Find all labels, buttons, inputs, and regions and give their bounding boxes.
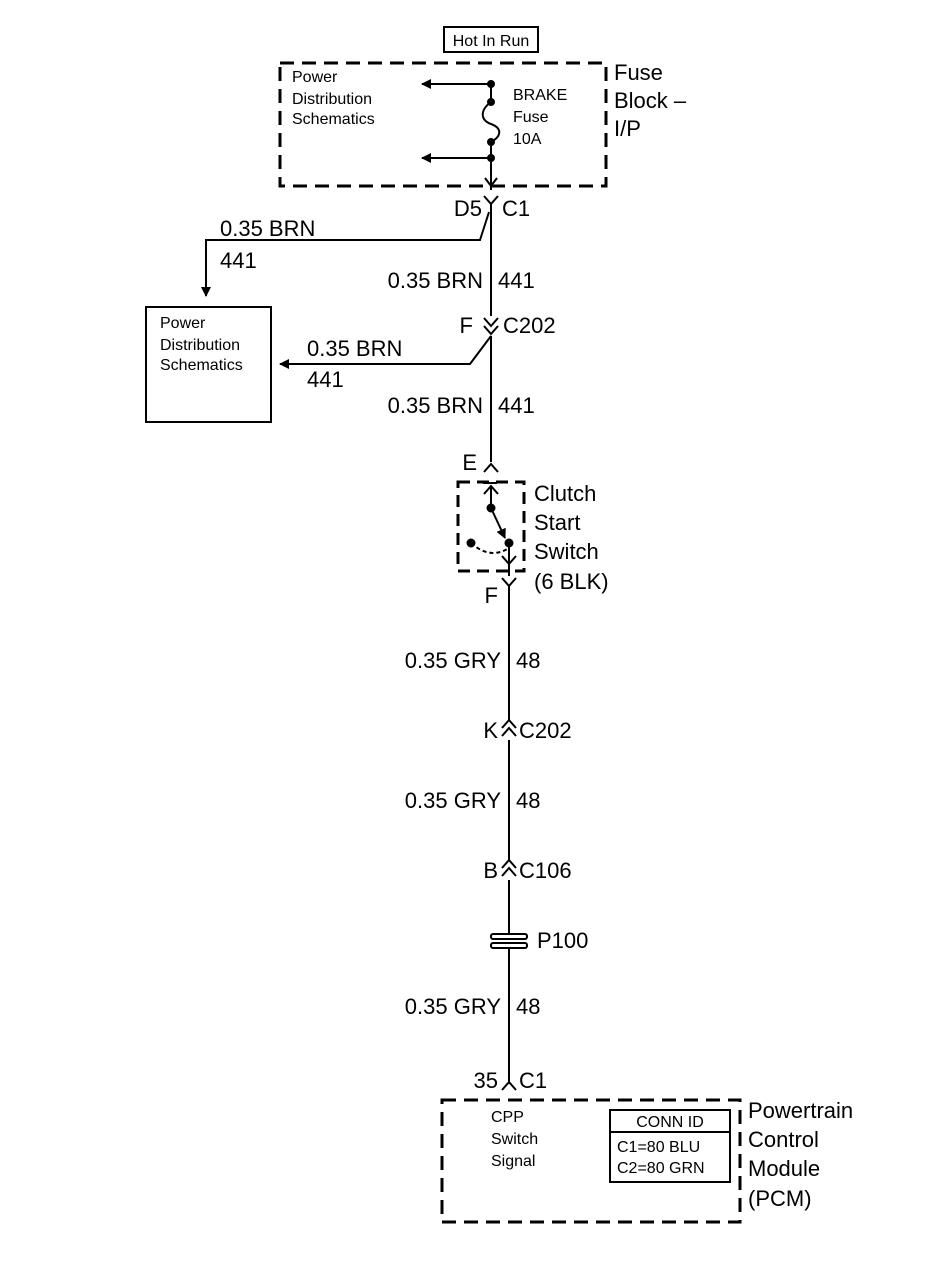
pcm-title: Powertrain Control Module (PCM)	[748, 1098, 853, 1211]
wire-441-branch-label: 0.35 BRN 441	[220, 216, 315, 273]
hot-in-run-label: Hot In Run	[443, 26, 539, 53]
clutch-switch-symbol	[466, 482, 517, 576]
svg-text:0.35 GRY: 0.35 GRY	[405, 648, 502, 673]
svg-text:CONN ID: CONN ID	[636, 1114, 704, 1131]
svg-text:Switch: Switch	[491, 1131, 538, 1148]
svg-text:Clutch: Clutch	[534, 481, 596, 506]
svg-text:Schematics: Schematics	[292, 111, 375, 128]
connector-c106: B C106	[483, 858, 571, 883]
svg-text:F: F	[460, 313, 473, 338]
svg-text:Distribution: Distribution	[292, 91, 372, 108]
svg-text:C202: C202	[519, 718, 572, 743]
splice-p100: P100	[490, 928, 588, 953]
wire-48-label-c: 0.35 GRY 48	[405, 994, 541, 1019]
svg-text:Control: Control	[748, 1127, 819, 1152]
clutch-switch-pin-f: F	[485, 577, 517, 608]
svg-text:Power: Power	[160, 315, 206, 332]
svg-text:C1=80 BLU: C1=80 BLU	[617, 1139, 700, 1156]
clutch-switch-pin-e: E	[462, 450, 499, 475]
svg-text:P100: P100	[537, 928, 588, 953]
svg-text:441: 441	[498, 268, 535, 293]
svg-text:Block –: Block –	[614, 88, 687, 113]
connector-c202-bottom: K C202	[483, 718, 571, 743]
svg-text:E: E	[462, 450, 477, 475]
svg-text:(PCM): (PCM)	[748, 1186, 812, 1211]
wire-441-pds-branch	[279, 335, 492, 369]
connector-d5-c1: D5 C1	[454, 195, 530, 221]
wire-441	[201, 204, 492, 462]
fuse-block-pds-label: Power Distribution Schematics	[292, 69, 375, 128]
pds-wire-label: 0.35 BRN 441	[307, 336, 402, 392]
wire-48-label-b: 0.35 GRY 48	[405, 788, 541, 813]
svg-text:0.35 GRY: 0.35 GRY	[405, 994, 502, 1019]
pcm-conn-id-table: CONN ID C1=80 BLU C2=80 GRN	[609, 1109, 731, 1183]
svg-text:10A: 10A	[513, 131, 542, 148]
svg-text:C2=80 GRN: C2=80 GRN	[617, 1160, 705, 1177]
svg-text:(6 BLK): (6 BLK)	[534, 569, 609, 594]
svg-text:Power: Power	[292, 69, 338, 86]
svg-text:D5: D5	[454, 196, 482, 221]
svg-text:441: 441	[307, 367, 344, 392]
fuse-block-title: Fuse Block – I/P	[614, 60, 687, 141]
svg-text:Powertrain: Powertrain	[748, 1098, 853, 1123]
svg-text:C202: C202	[503, 313, 556, 338]
svg-text:Schematics: Schematics	[160, 357, 243, 374]
connector-c202-top: F C202	[460, 313, 556, 338]
svg-text:Start: Start	[534, 510, 580, 535]
svg-text:0.35 BRN: 0.35 BRN	[220, 216, 315, 241]
svg-text:441: 441	[498, 393, 535, 418]
svg-text:0.35 GRY: 0.35 GRY	[405, 788, 502, 813]
svg-text:0.35 BRN: 0.35 BRN	[388, 268, 483, 293]
svg-text:Signal: Signal	[491, 1153, 535, 1170]
svg-text:Switch: Switch	[534, 539, 599, 564]
svg-text:0.35 BRN: 0.35 BRN	[307, 336, 402, 361]
fuse-block-outline	[278, 61, 608, 188]
svg-text:C1: C1	[519, 1068, 547, 1093]
pds-box: Power Distribution Schematics	[145, 306, 272, 423]
svg-text:48: 48	[516, 788, 540, 813]
svg-text:CPP: CPP	[491, 1109, 524, 1126]
pcm-connector: 35 C1	[474, 1068, 548, 1093]
svg-text:Hot In Run: Hot In Run	[453, 33, 529, 50]
pcm-outline	[440, 1098, 742, 1224]
svg-text:48: 48	[516, 994, 540, 1019]
svg-text:B: B	[483, 858, 498, 883]
svg-text:48: 48	[516, 648, 540, 673]
svg-text:Distribution: Distribution	[160, 337, 240, 354]
wire-48-label-a: 0.35 GRY 48	[405, 648, 541, 673]
svg-text:441: 441	[220, 248, 257, 273]
svg-text:Module: Module	[748, 1156, 820, 1181]
pcm-signal-label: CPP Switch Signal	[491, 1109, 538, 1170]
svg-text:Fuse: Fuse	[614, 60, 663, 85]
wire-441-label-a: 0.35 BRN 441	[388, 268, 535, 293]
brake-fuse-label: BRAKE Fuse 10A	[513, 87, 567, 148]
svg-text:K: K	[483, 718, 498, 743]
svg-text:C106: C106	[519, 858, 572, 883]
clutch-switch-title: Clutch Start Switch (6 BLK)	[534, 481, 609, 594]
svg-text:Fuse: Fuse	[513, 109, 549, 126]
svg-text:F: F	[485, 583, 498, 608]
svg-text:0.35 BRN: 0.35 BRN	[388, 393, 483, 418]
svg-text:I/P: I/P	[614, 116, 641, 141]
svg-text:BRAKE: BRAKE	[513, 87, 567, 104]
svg-text:C1: C1	[502, 196, 530, 221]
wire-441-label-b: 0.35 BRN 441	[388, 393, 535, 418]
svg-text:35: 35	[474, 1068, 498, 1093]
brake-fuse-symbol	[421, 79, 501, 190]
